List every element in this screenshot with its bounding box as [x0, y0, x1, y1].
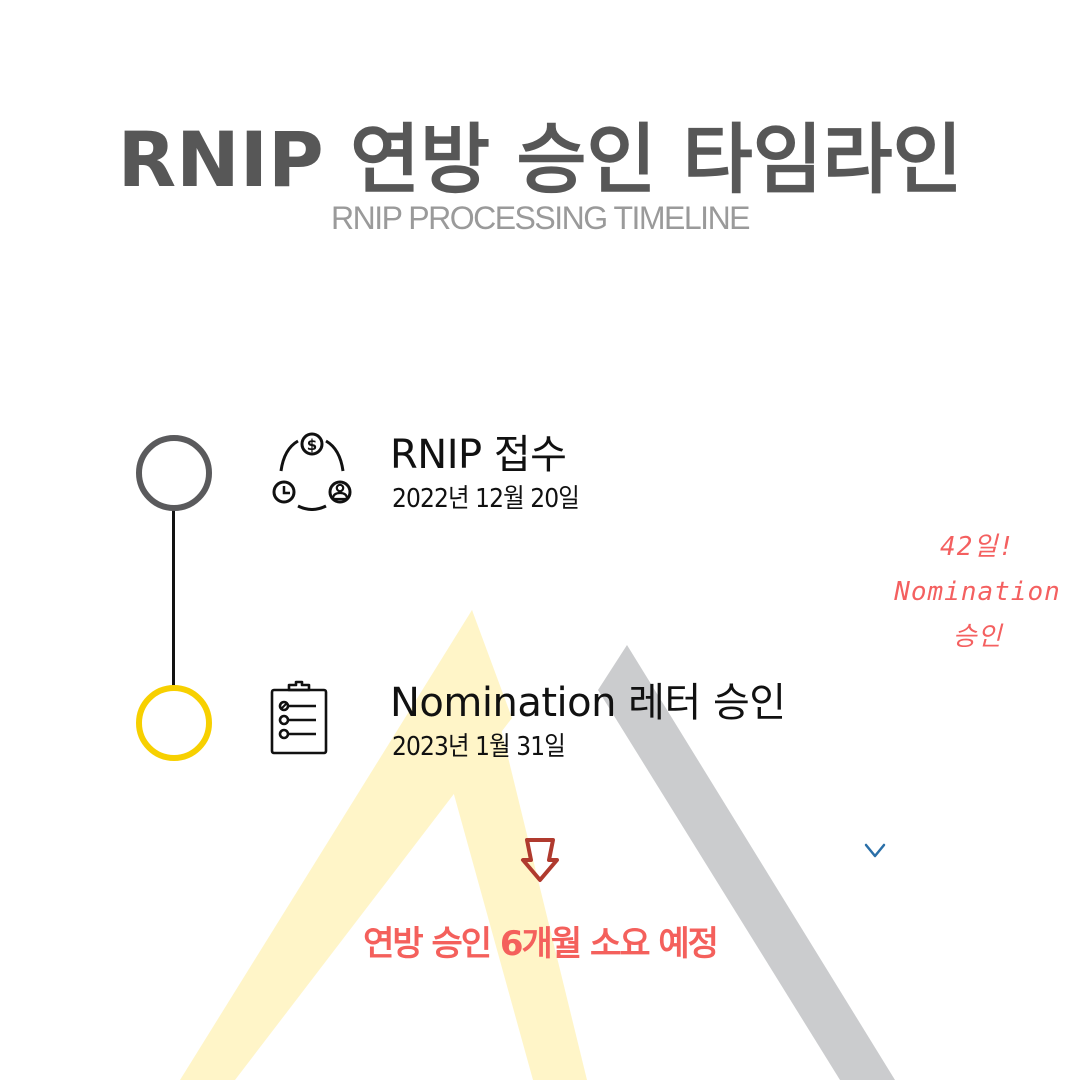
- duration-down-arrow-icon: [864, 305, 886, 858]
- yellow-right-stroke: [432, 610, 587, 1080]
- page-subtitle: RNIP PROCESSING TIMELINE: [330, 200, 751, 236]
- cycle-money-clock-person-icon: $: [272, 432, 352, 511]
- svg-text:$: $: [307, 436, 317, 454]
- gray-diagonal-stroke: [598, 645, 895, 1080]
- clipboard-checklist-icon: [270, 680, 328, 755]
- timeline-connector: [172, 508, 175, 686]
- duration-days: 42일!: [940, 532, 1015, 562]
- conclusion-text: 연방 승인 6개월 소요 예정: [363, 924, 719, 964]
- step-date-nomination: 2023년 1월 31일: [392, 732, 566, 762]
- duration-status: 승인: [952, 622, 1003, 652]
- duration-label: Nomination: [894, 577, 1061, 607]
- yellow-left-stroke: [180, 610, 512, 1080]
- duration-note: 42일! Nomination 승인: [885, 525, 1070, 660]
- step-title-submission: RNIP 접수: [390, 432, 567, 478]
- page-title: RNIP 연방 승인 타임라인: [117, 115, 963, 204]
- step-title-nomination: Nomination 레터 승인: [390, 680, 786, 726]
- step-date-submission: 2022년 12월 20일: [392, 484, 580, 514]
- timeline-node-nomination: [136, 685, 212, 761]
- down-arrow-icon: [521, 838, 559, 882]
- timeline-node-submission: [136, 435, 212, 511]
